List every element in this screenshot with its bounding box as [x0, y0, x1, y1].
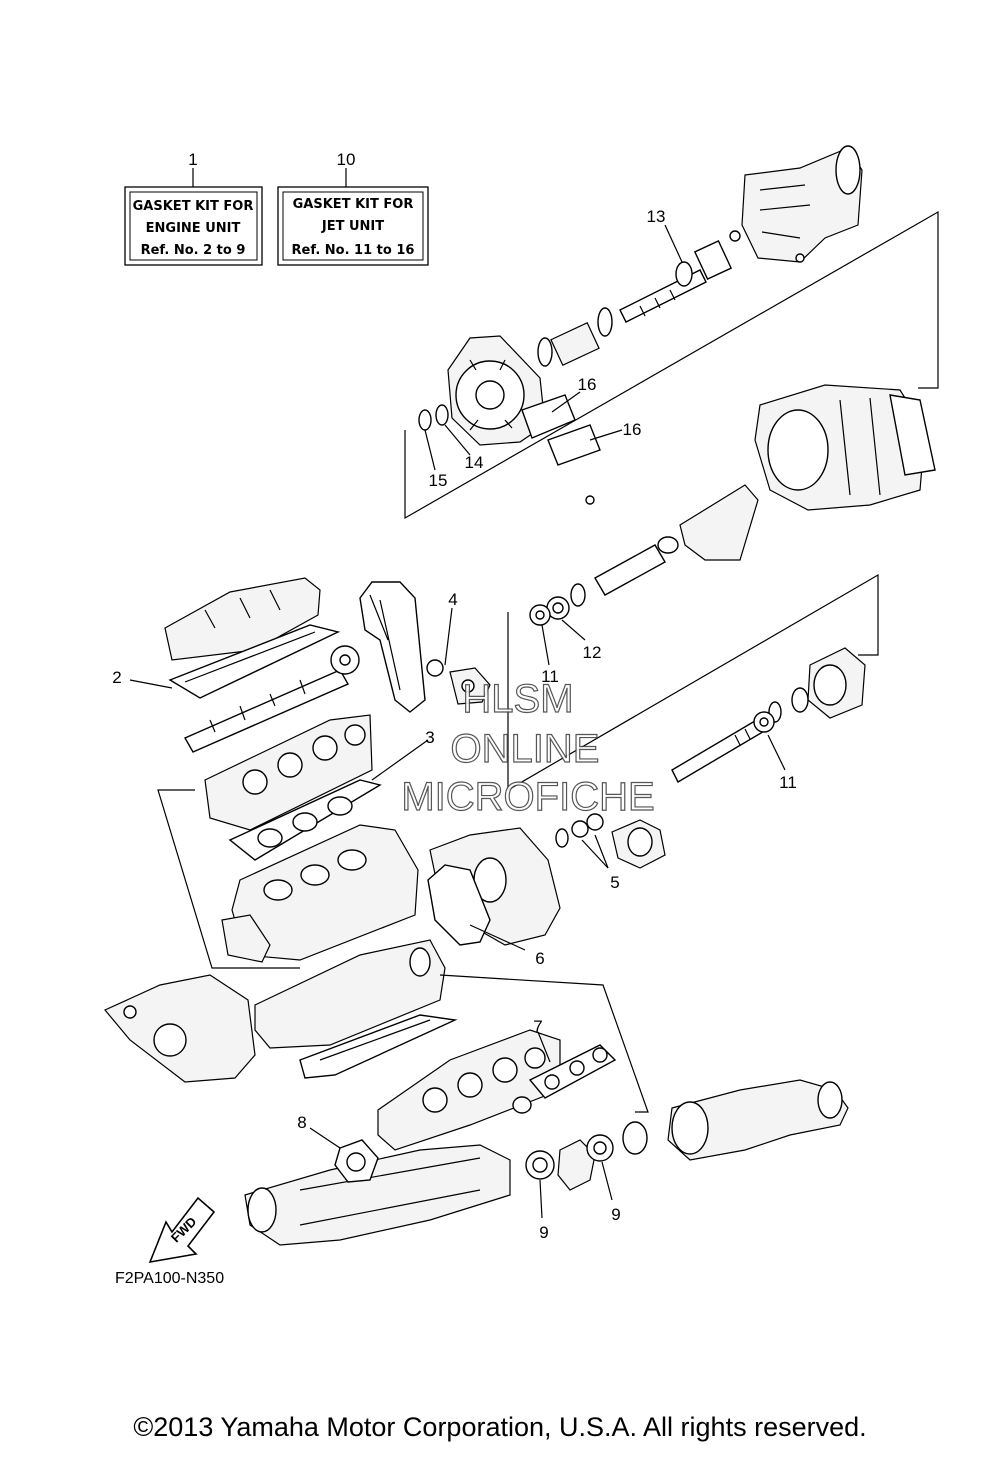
watermark: HLSM ONLINE MICROFICHE [401, 676, 656, 819]
callout-4: 4 [448, 590, 457, 609]
leader-lines [129, 224, 786, 1219]
intermediate-housing [529, 484, 759, 626]
callout-13: 13 [647, 207, 666, 226]
callout-15: 15 [429, 471, 448, 490]
exhaust-pipe [244, 1144, 511, 1246]
valve-cover [164, 577, 341, 699]
timing-chain [359, 581, 444, 713]
cylinder-block [221, 824, 419, 963]
callout-9a: 9 [539, 1223, 548, 1242]
exhaust-gasket-8 [334, 1139, 379, 1183]
kit-engine-line1: GASKET KIT FOR [133, 199, 254, 214]
fwd-arrow-icon: FWD [148, 1196, 216, 1264]
kit-box-jet: GASKET KIT FOR JET UNIT Ref. No. 11 to 1… [277, 186, 429, 266]
callout-12: 12 [583, 643, 602, 662]
o-ring-13 [675, 261, 693, 287]
callout-5: 5 [610, 873, 619, 892]
callout-10: 10 [337, 150, 356, 169]
callout-16b: 16 [623, 420, 642, 439]
callout-8: 8 [297, 1113, 306, 1132]
head-gasket [228, 779, 382, 861]
gasket-16 [521, 394, 601, 505]
jet-nozzle-housing [741, 145, 863, 263]
callout-1: 1 [188, 150, 197, 169]
output-housing [427, 827, 561, 946]
bearing-set-upper [537, 307, 613, 367]
cylinder-head [204, 714, 373, 831]
callout-11b: 11 [779, 773, 797, 792]
watermark-line2: ONLINE [451, 727, 600, 771]
kit-engine-line3: Ref. No. 2 to 9 [141, 243, 246, 258]
kit-jet-line3: Ref. No. 11 to 16 [292, 243, 415, 258]
kit-jet-line1: GASKET KIT FOR [293, 197, 414, 212]
callout-14: 14 [465, 453, 484, 472]
water-pump-parts [449, 667, 491, 705]
callout-7: 7 [533, 1017, 542, 1036]
kit-jet-line2: JET UNIT [321, 219, 384, 234]
watermark-line3: MICROFICHE [401, 775, 654, 819]
drive-shaft [671, 711, 775, 783]
callout-2: 2 [112, 668, 121, 687]
copyright-notice: ©2013 Yamaha Motor Corporation, U.S.A. A… [133, 1412, 867, 1442]
diagram-code: F2PA100-N350 [115, 1270, 224, 1287]
watermark-line1: HLSM [462, 677, 573, 721]
flywheel-cover [104, 974, 256, 1083]
water-lock-hose [667, 1079, 849, 1161]
oil-seal-14 [435, 404, 449, 426]
callout-6: 6 [535, 949, 544, 968]
callout-11a: 11 [541, 667, 559, 686]
callout-9b: 9 [611, 1205, 620, 1224]
bearing-housing [768, 647, 866, 723]
oil-seal-15 [418, 409, 432, 431]
kit-box-engine: GASKET KIT FOR ENGINE UNIT Ref. No. 2 to… [124, 186, 263, 266]
exhaust-gaskets-9 [525, 1121, 648, 1191]
duct-housing [754, 384, 936, 511]
impeller-housing [447, 335, 546, 446]
crankcase [254, 939, 458, 1079]
coupling-5 [555, 813, 666, 869]
exhaust-manifold [377, 1029, 561, 1151]
callout-16a: 16 [578, 375, 597, 394]
exhaust-gasket-7 [512, 1044, 617, 1114]
kit-engine-line2: ENGINE UNIT [146, 221, 241, 236]
camshaft [184, 645, 360, 753]
callout-3: 3 [425, 728, 434, 747]
